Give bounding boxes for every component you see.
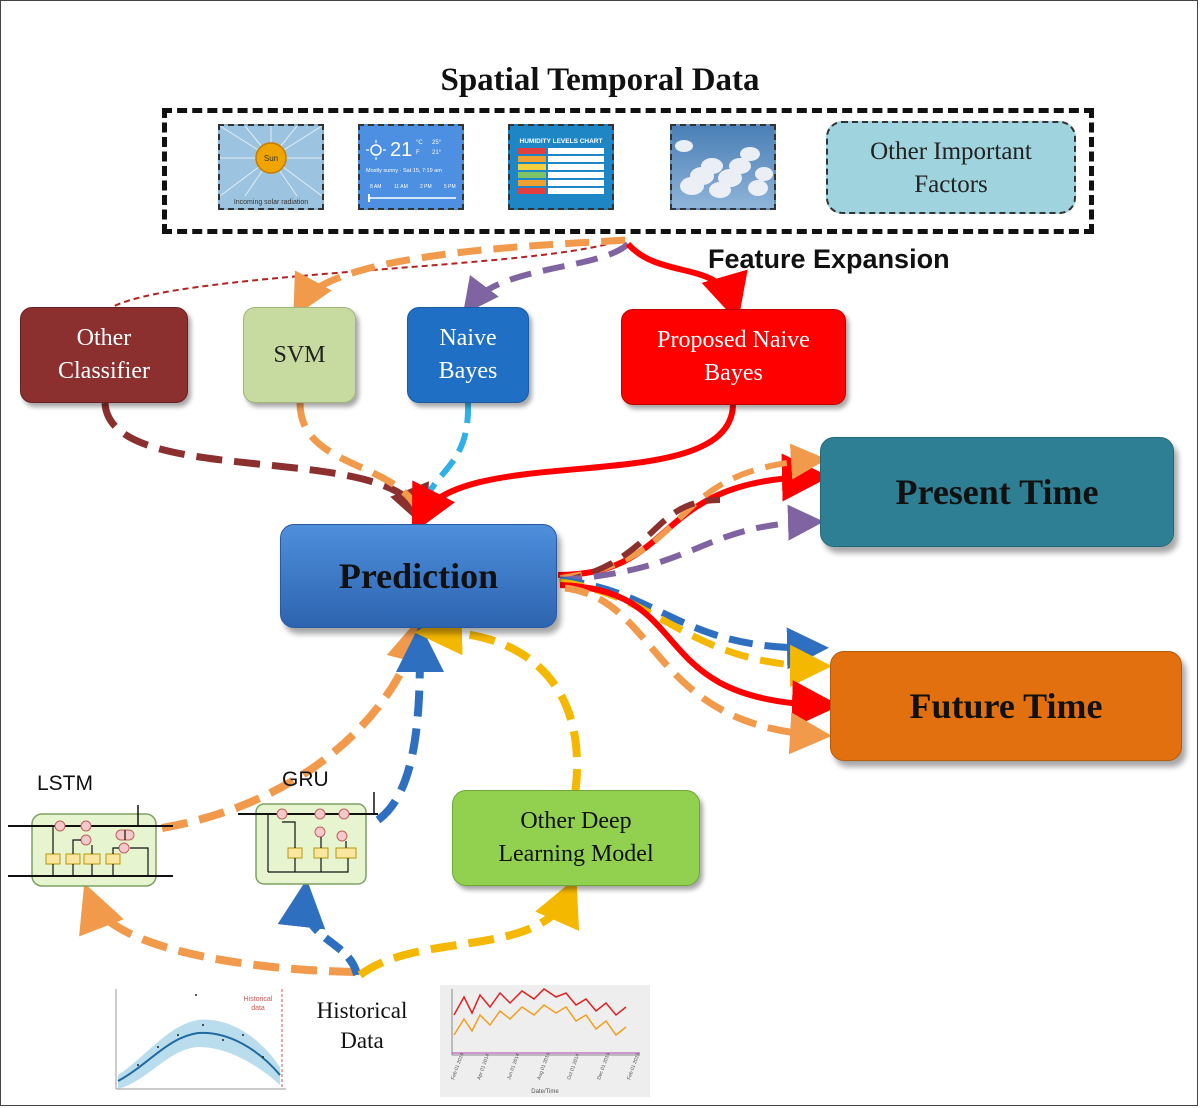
solar-caption: Incoming solar radiation <box>234 199 308 206</box>
present-time-box: Present Time <box>820 437 1174 547</box>
clouds-icon <box>672 126 774 208</box>
link-prediction-to-future-red <box>559 582 840 729</box>
link-data-to-proposed <box>625 241 748 323</box>
prediction-box: Prediction <box>280 524 557 628</box>
weather-time-3: 5 PM <box>444 184 456 190</box>
historical-line-chart: Feb 01 2014 Apr 01 2014 Jun 01 2014 Aug … <box>440 985 650 1097</box>
link-other-deep-to-prediction <box>414 607 581 796</box>
lstm-cell-diagram <box>8 805 173 887</box>
weather-unit-f: F <box>416 150 420 156</box>
gru-label: GRU <box>282 768 329 791</box>
clouds-thumbnail <box>670 124 776 210</box>
solar-radiation-thumbnail: Sun Incoming solar radiation <box>218 124 324 210</box>
svg-text:Date/Time: Date/Time <box>531 1089 559 1095</box>
humidity-title: HUMIDITY LEVELS CHART <box>520 138 603 145</box>
weather-low: 21° <box>432 150 442 156</box>
svm-box: SVM <box>243 307 356 403</box>
link-data-to-naive-bayes <box>462 241 631 315</box>
link-proposed-to-prediction <box>411 404 736 534</box>
svg-text:data: data <box>251 1005 265 1012</box>
link-data-to-other-classifier <box>104 237 626 313</box>
weather-thumbnail: 21 °C F 25° 21° Mostly sunny · Sat 15, 7… <box>358 124 464 210</box>
feature-expansion-label: Feature Expansion <box>708 244 950 274</box>
weather-high: 25° <box>432 140 442 146</box>
other-deep-learning-model-box: Other Deep Learning Model <box>452 790 700 886</box>
other-classifier-box: Other Classifier <box>20 307 188 403</box>
link-gru-to-prediction <box>375 624 444 824</box>
historical-data-label: Historical Data <box>316 998 408 1053</box>
diagram-title: Spatial Temporal Data <box>440 62 760 98</box>
gru-cell-diagram <box>238 792 378 885</box>
sun-label: Sun <box>264 154 278 163</box>
link-svm-to-prediction <box>296 402 424 517</box>
link-data-to-svm <box>293 236 626 318</box>
link-prediction-to-present-purple <box>559 504 824 583</box>
weather-description: Mostly sunny · Sat 15, 7:19 am <box>366 168 442 174</box>
spatial-temporal-data-box <box>162 108 1094 234</box>
link-prediction-to-future-orange <box>564 584 832 755</box>
proposed-naive-bayes-box: Proposed Naive Bayes <box>621 309 846 405</box>
weather-unit-c: °C <box>416 140 423 146</box>
sunny-icon <box>370 144 382 156</box>
link-prediction-to-present-maroon <box>559 497 721 585</box>
link-prediction-to-future-blue <box>559 576 829 670</box>
naive-bayes-box: Naive Bayes <box>407 307 529 403</box>
historical-band-chart: Historical data <box>108 985 288 1097</box>
humidity-chart-thumbnail: HUMIDITY LEVELS CHART <box>508 124 614 210</box>
weather-time-2: 2 PM <box>420 184 432 190</box>
other-important-factors: Other Important Factors <box>826 121 1076 214</box>
historical-band-legend: Historical <box>244 996 273 1003</box>
weather-time-1: 11 AM <box>394 184 408 190</box>
weather-widget: 21 °C F 25° 21° Mostly sunny · Sat 15, 7… <box>360 126 462 208</box>
lstm-label: LSTM <box>37 772 94 795</box>
link-historical-to-other-deep <box>357 877 579 979</box>
link-historical-to-gru <box>277 879 361 977</box>
weather-temperature: 21 <box>390 139 412 161</box>
link-other-classifier-to-prediction <box>101 402 429 528</box>
future-time-box: Future Time <box>830 651 1182 761</box>
link-prediction-to-future-yellow <box>559 578 832 687</box>
sun-icon: Sun Incoming solar radiation <box>220 126 322 208</box>
weather-time-0: 8 AM <box>370 184 381 190</box>
humidity-chart: HUMIDITY LEVELS CHART <box>510 126 612 208</box>
link-historical-to-lstm <box>79 883 356 976</box>
